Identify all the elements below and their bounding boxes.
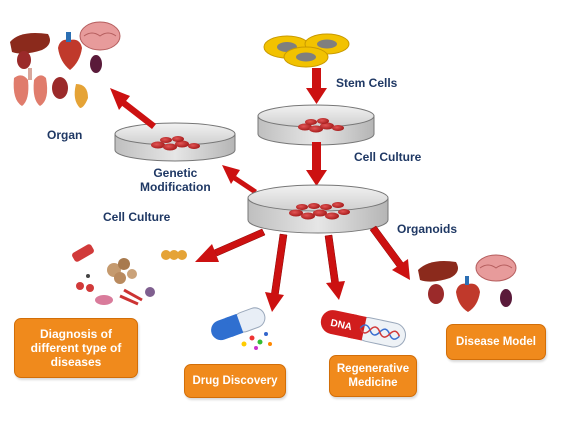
regenerative-medicine-box: Regenerative Medicine [329,355,417,397]
arrow-genetic-to-organ [110,88,156,129]
diagnosis-box: Diagnosis of different type of diseases [14,318,138,378]
dna-capsule-icon: DNA [320,310,406,348]
arrow-culture-to-organoids [306,142,327,186]
stem-cells-label: Stem Cells [336,76,398,90]
genetic-modification-label: Genetic Modification [140,166,211,194]
cell-types-icon [72,244,187,306]
disease-model-box: Disease Model [446,324,546,360]
drug-capsule-icon [211,307,272,350]
organoids-label: Organoids [397,222,458,236]
arrow-to-disease-model [369,225,410,280]
cell-culture-left-label: Cell Culture [103,210,171,224]
arrow-to-drug-discovery [265,233,288,312]
regenerative-line2: Medicine [348,377,398,389]
diagnosis-line3: diseases [50,355,102,369]
arrow-stem-to-culture [306,68,327,104]
stem-cells-icon [263,33,350,68]
arrow-to-diagnosis [195,228,266,262]
cell-culture-center-label: Cell Culture [354,150,422,164]
organs-icon [418,254,517,312]
drug-discovery-label: Drug Discovery [192,375,278,387]
arrow-organoids-to-genetic [222,165,257,194]
genetic-label-line1: Genetic [153,166,198,180]
regenerative-line1: Regenerative [336,363,410,375]
organs-icon [10,21,121,108]
organ-label: Organ [47,128,83,142]
capsule-dna-text: DNA [329,318,352,333]
genetic-modification-dish [114,122,236,162]
organoids-dish [247,184,389,234]
disease-model-label: Disease Model [456,336,536,348]
diagnosis-line1: Diagnosis of [39,327,112,341]
genetic-label-line2: Modification [140,180,211,194]
drug-discovery-box: Drug Discovery [184,364,286,398]
arrow-to-regenerative [324,234,345,300]
diagnosis-line2: different type of [30,341,122,355]
cell-culture-dish-center [257,104,375,146]
